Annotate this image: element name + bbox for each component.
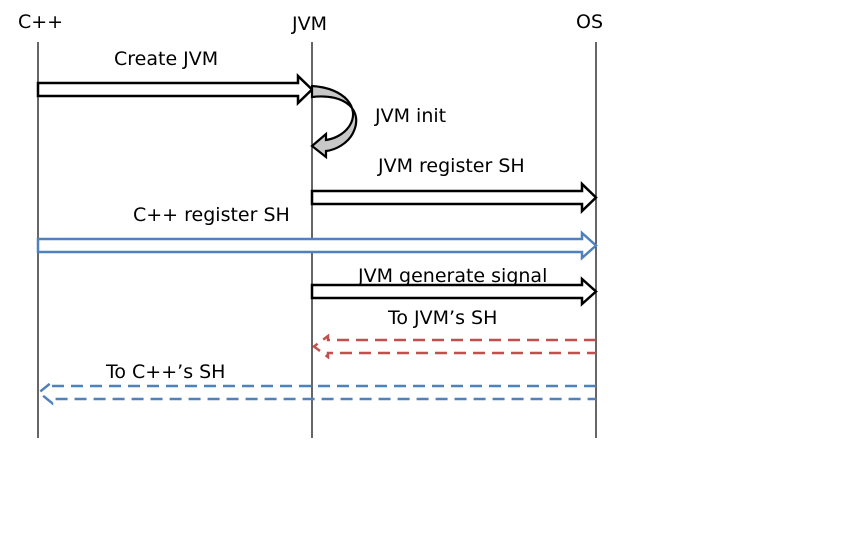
message-create-jvm: Create JVM	[36, 48, 314, 106]
message-label-jvm-generate-signal: JVM generate signal	[357, 265, 547, 287]
message-label-to-jvm-sh: To JVM’s SH	[387, 307, 497, 329]
arrow-to-jvm-sh	[311, 333, 596, 360]
message-label-cpp-register-sh: C++ register SH	[133, 204, 290, 226]
participant-label-jvm: JVM	[291, 13, 327, 35]
message-label-jvm-init: JVM init	[374, 105, 446, 127]
arrow-jvm-register-sh	[310, 181, 598, 214]
message-to-cpp-sh: To C++’s SH	[37, 361, 596, 406]
arrow-jvm-init-loop	[310, 84, 358, 160]
participant-headers: C++ JVM OS	[18, 11, 603, 35]
participant-label-cpp: C++	[18, 11, 63, 33]
message-cpp-register-sh: C++ register SH	[36, 204, 598, 261]
arrow-create-jvm	[36, 73, 314, 106]
arrow-to-cpp-sh	[37, 379, 596, 406]
message-label-to-cpp-sh: To C++’s SH	[105, 361, 225, 383]
participant-label-os: OS	[576, 11, 603, 33]
message-label-create-jvm: Create JVM	[114, 48, 218, 70]
arrow-cpp-register-sh	[36, 230, 598, 261]
message-jvm-register-sh: JVM register SH	[310, 155, 598, 214]
message-label-jvm-register-sh: JVM register SH	[377, 155, 525, 177]
message-jvm-init: JVM init	[310, 84, 446, 160]
arrow-jvm-generate-signal	[310, 276, 598, 307]
message-to-jvm-sh: To JVM’s SH	[311, 307, 596, 360]
message-jvm-generate-signal: JVM generate signal	[310, 265, 598, 307]
